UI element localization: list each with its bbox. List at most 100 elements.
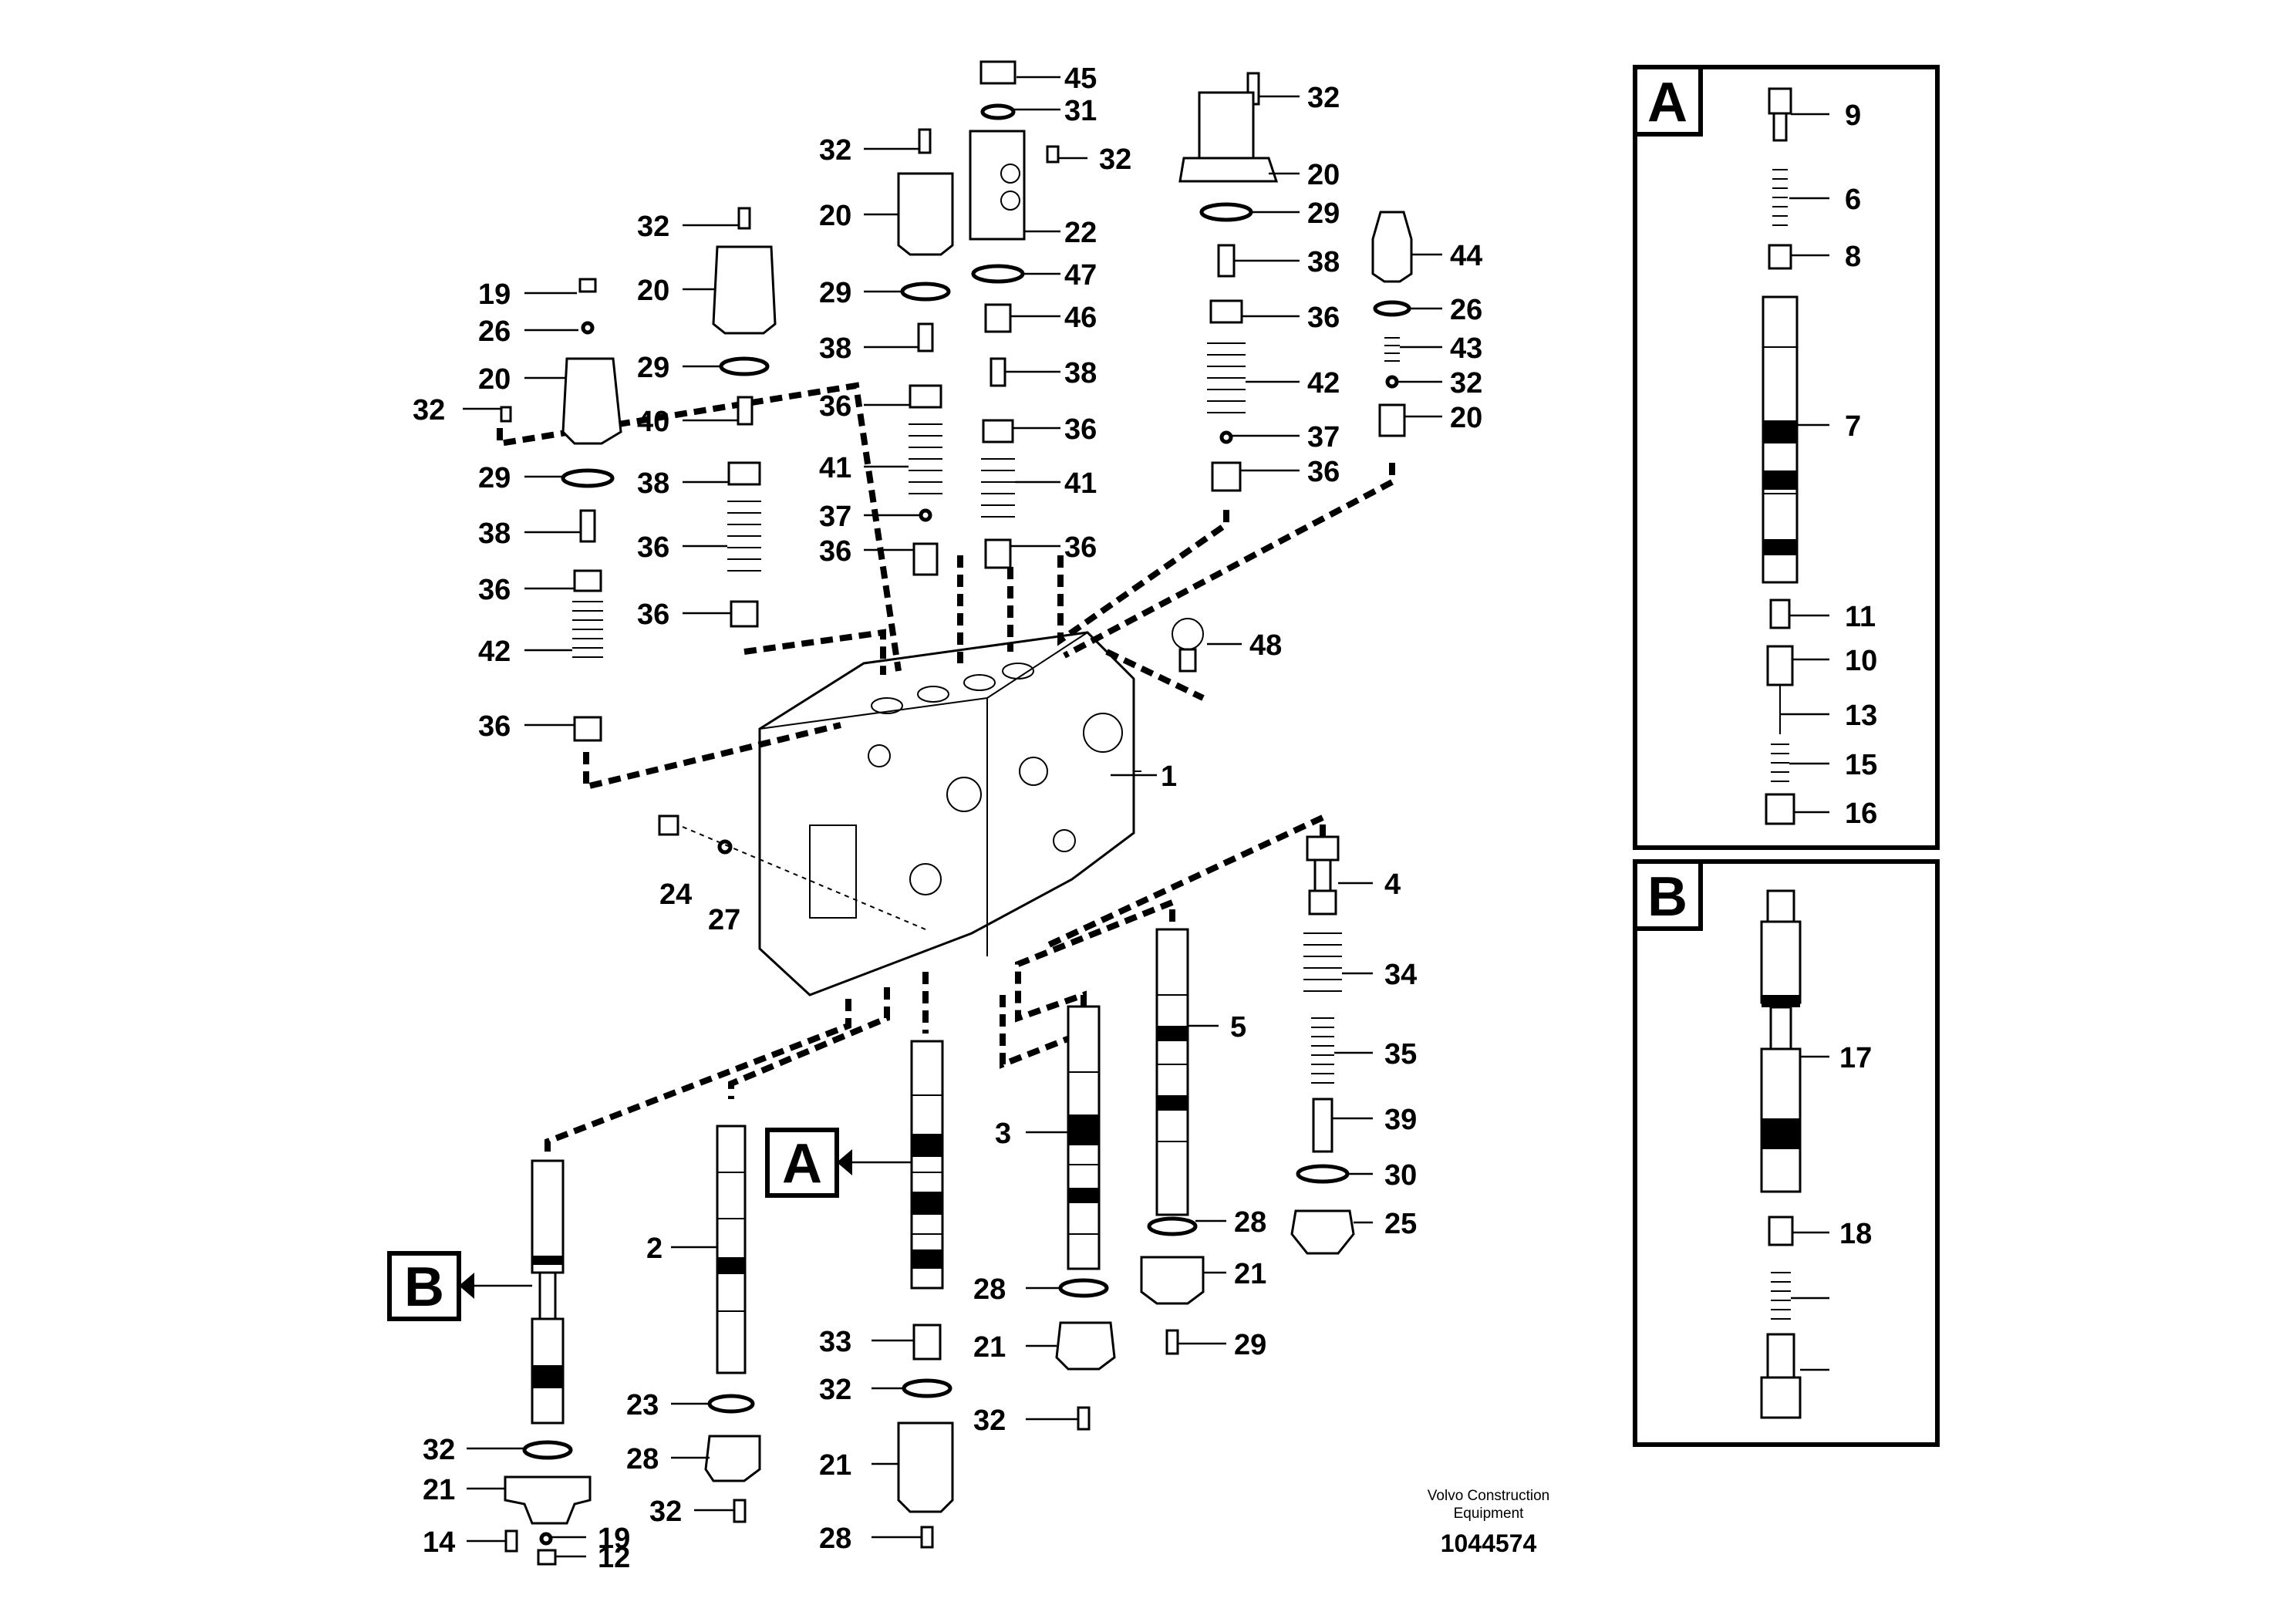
part-19-cap-bottom: [537, 1549, 557, 1566]
callout-41-third: 41: [819, 452, 851, 484]
part-2-spool: [716, 1125, 747, 1374]
callout-36-fourth: 36: [1064, 413, 1097, 446]
callout-20-third: 20: [819, 200, 851, 232]
detail-marker-b-letter: B: [404, 1256, 444, 1318]
part-a-spool: [910, 1040, 944, 1290]
callout-32-fifth: 32: [1307, 82, 1340, 114]
callout-20-left: 20: [478, 363, 511, 396]
callout-22: 22: [1064, 217, 1097, 249]
part-34-spring: [1303, 932, 1342, 992]
callout-23: 21: [819, 1449, 851, 1482]
detail-marker-b: [387, 1251, 461, 1321]
callout-34: 34: [1384, 959, 1417, 991]
callout-28-b: 32: [423, 1434, 455, 1466]
stack-sixth: 44 26 43 32 20: [1371, 211, 1482, 437]
callout-2: 2: [646, 1233, 663, 1265]
footer-company-line2: Equipment: [1454, 1506, 1525, 1522]
callout-29-fifth: 29: [1307, 197, 1340, 230]
callout-15: 17: [1839, 1042, 1872, 1074]
callout-29-third: 29: [819, 277, 851, 309]
stack-part-5: 5 28 21 29: [1140, 928, 1266, 1361]
callout-26-b: 19: [598, 1523, 630, 1555]
callout-32-second-bottom: 32: [649, 1496, 682, 1528]
part-8-shape: [1769, 599, 1791, 629]
part-13-shape: [1765, 793, 1795, 825]
callout-38-third: 38: [819, 332, 851, 365]
part-35-spring: [1311, 1017, 1334, 1084]
stack-second: 32 20 29 40 38 36 36: [637, 207, 777, 631]
footer-drawing-number: 1044574: [1441, 1529, 1537, 1557]
callout-32-left: 32: [413, 394, 445, 427]
callout-32-fifth-bottom: 29: [1234, 1329, 1266, 1361]
callout-32-b: 14: [423, 1526, 455, 1559]
part-20-solenoid-d: [1198, 91, 1255, 167]
callout-38-second: 40: [637, 406, 669, 438]
callout-6: 7: [1845, 410, 1861, 443]
callout-28-fifth: 28: [1234, 1206, 1266, 1239]
callout-47: 26: [1450, 294, 1482, 326]
callout-21-third: 21: [973, 1331, 1006, 1364]
part-14-shape: [1768, 87, 1792, 115]
part-25-plug: [1290, 1209, 1355, 1255]
part-21-cover-d: [504, 1475, 592, 1525]
stack-part-a: A 33 32 21 28: [765, 1040, 954, 1555]
callout-19-b: 12: [598, 1542, 630, 1574]
callout-29-second: 29: [637, 352, 669, 384]
stack-bottom-right: 4 34 35 39 30 25: [1290, 835, 1417, 1255]
callout-29-left: 29: [478, 462, 511, 494]
part-48-eyebolt: [1172, 618, 1204, 650]
detail-panel-a: A 9 6 8 7 11 10 13 15 16: [1633, 65, 1940, 850]
detail-marker-a-letter: A: [782, 1133, 822, 1195]
callout-36-left-bottom: 36: [478, 710, 511, 743]
part-41-spring: [727, 501, 761, 572]
part-23-cover: [897, 1421, 954, 1513]
detail-panel-a-frame: [1633, 65, 1940, 850]
callout-36-fifth: 36: [1307, 302, 1340, 334]
part-21-cover-c: [704, 1435, 761, 1482]
callout-36-second: 38: [637, 467, 669, 500]
part-18-shape: [1766, 1333, 1795, 1379]
detail-panel-b-badge: [1633, 859, 1703, 931]
callout-48: 48: [1249, 629, 1282, 662]
callout-36-fourth-bottom: 36: [1064, 531, 1097, 564]
part-4-shape: [1313, 858, 1332, 892]
part-45-cap: [979, 60, 1017, 85]
assembly-lines: [497, 382, 1395, 1157]
callout-24: 24: [659, 878, 692, 911]
stack-fifth: 32 20 29 38 36 42 37 36: [1178, 72, 1340, 492]
callout-42-left: 42: [478, 636, 511, 668]
valve-body: 1 24 27 48: [658, 618, 1282, 996]
callout-32-third-bottom: 32: [973, 1404, 1006, 1437]
callout-39: 39: [1384, 1104, 1417, 1136]
stack-part-3: 3 28 21 32: [973, 1005, 1116, 1437]
callout-31: 31: [1064, 95, 1097, 127]
detail-marker-a: [765, 1128, 839, 1198]
callout-30: 30: [1384, 1159, 1417, 1192]
stack-fourth: 45 31 32 22 47 46 38 36 41 36: [969, 60, 1131, 569]
callout-20-second: 20: [637, 275, 669, 307]
callout-36-fifth-bottom: 36: [1307, 456, 1340, 488]
callout-45: 45: [1064, 62, 1097, 95]
part-42-spring: [572, 601, 603, 658]
callout-36-second-bottom: 36: [637, 599, 669, 631]
callout-40: 46: [1064, 302, 1097, 334]
part-22-valve: [969, 130, 1026, 241]
part-17-spring: [1771, 1272, 1791, 1320]
part-46-shape: [1371, 211, 1413, 283]
callout-36-third: 36: [819, 390, 851, 423]
footer-company-line1: Volvo Construction: [1428, 1488, 1549, 1504]
callout-19-top: 19: [478, 278, 511, 311]
callout-42-fifth: 42: [1307, 367, 1340, 400]
part-27-ring: [717, 839, 733, 855]
callout-29-fourth: 47: [1064, 259, 1097, 292]
part-5-spool: [1155, 928, 1189, 1216]
callout-46: 44: [1450, 240, 1482, 272]
callout-7: 10: [1845, 645, 1877, 677]
callout-33: 33: [819, 1326, 851, 1358]
callout-8: 11: [1845, 601, 1876, 633]
callout-35: 35: [1384, 1038, 1417, 1071]
callout-13: 16: [1845, 798, 1877, 830]
part-42-spring-b: [1207, 342, 1246, 413]
footer: Volvo Construction Equipment 1044574: [1428, 1488, 1549, 1557]
callout-32-fourth: 32: [1099, 143, 1131, 176]
